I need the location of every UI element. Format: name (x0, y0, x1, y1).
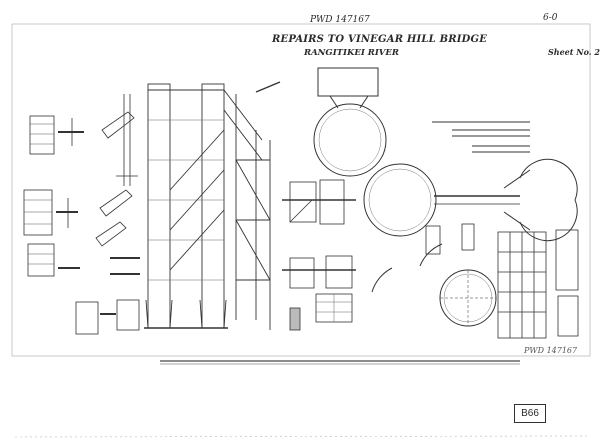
scale-bars (432, 121, 530, 153)
right-grid-elevation (425, 223, 579, 339)
left-plate-details (23, 115, 140, 335)
drawing-title: REPAIRS TO VINEGAR HILL BRIDGE (272, 34, 488, 45)
margin-reference: PWD 147167 (524, 346, 578, 355)
bracket-details (95, 94, 140, 275)
pier-elevation (144, 81, 281, 330)
middle-details (282, 179, 356, 331)
ring-sections (313, 67, 578, 327)
foot-edge (14, 435, 591, 438)
archive-box-label: B66 (514, 404, 546, 423)
sheet-number: Sheet No. 2 (548, 47, 600, 57)
drawing-reference: PWD 147167 (310, 15, 370, 25)
sheet-border (11, 23, 591, 357)
drawing-subtitle: RANGITIKEI RIVER (304, 48, 399, 58)
corner-mark: 6-0 (543, 13, 558, 23)
